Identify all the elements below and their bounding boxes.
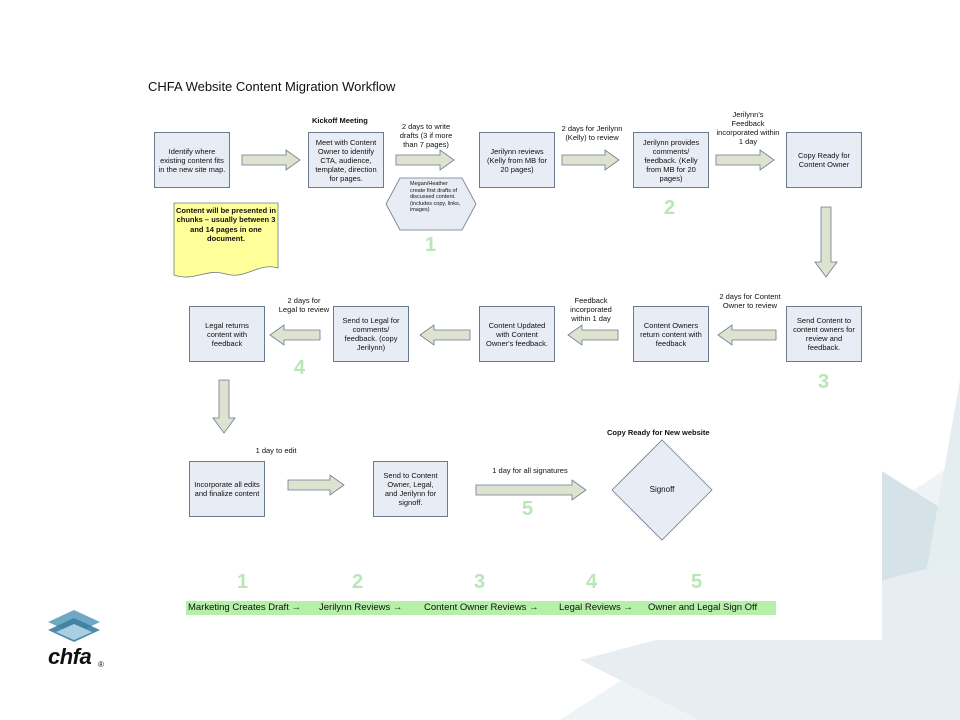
box-legal-returns: Legal returns content with feedback (189, 306, 265, 362)
label-two-days-legal: 2 days for Legal to review (278, 296, 330, 314)
arrow-provides-copyready (715, 149, 775, 171)
box-identify: Identify where existing content fits in … (154, 132, 230, 188)
arrow-incorporate-signoff (287, 474, 345, 496)
legend-item-2: Jerilynn Reviews → (319, 602, 403, 613)
box-send-legal: Send to Legal for comments/ feedback. (c… (333, 306, 409, 362)
label-feedback-1day: Feedback incorporated within 1 day (570, 296, 612, 323)
box-content-updated: Content Updated with Content Owner's fee… (479, 306, 555, 362)
arrow-down-left (212, 379, 236, 434)
arrow-reviews-provides (561, 149, 620, 171)
label-two-days-write: 2 days to write drafts (3 if more than 7… (399, 122, 453, 149)
arrow-sendowners-ownersreturn (717, 324, 777, 346)
box-copy-ready: Copy Ready for Content Owner (786, 132, 862, 188)
step-number-4: 4 (294, 357, 306, 379)
box-jerilynn-reviews: Jerilynn reviews (Kelly from MB for 20 p… (479, 132, 555, 188)
signoff-diamond (611, 439, 713, 541)
chfa-logo-mark-icon (48, 610, 100, 642)
kickoff-label: Kickoff Meeting (312, 116, 368, 125)
box-meet: Meet with Content Owner to identify CTA,… (308, 132, 384, 188)
arrow-identify-meet (241, 149, 301, 171)
legend-number-2: 2 (352, 571, 364, 593)
hexagon-text: Megan/Heather create first drafts of dis… (410, 181, 461, 214)
arrow-updated-sendlegal (419, 324, 471, 346)
legend-item-4: Legal Reviews → (559, 602, 633, 613)
note-shape (173, 202, 279, 278)
legend-number-3: 3 (474, 571, 486, 593)
box-jerilynn-provides: Jerilynn provides comments/ feedback. (K… (633, 132, 709, 188)
legend-item-3: Content Owner Reviews → (424, 602, 539, 613)
note-text: Content will be presented in chunks – us… (176, 206, 277, 244)
box-send-signoff: Send to Content Owner, Legal, and Jerily… (373, 461, 448, 517)
label-feedback-incorporated: Jerilynn's Feedback incorporated within … (716, 110, 780, 146)
step-number-1: 1 (425, 234, 437, 256)
box-send-owners: Send Content to content owners for revie… (786, 306, 862, 362)
step-number-2: 2 (664, 197, 676, 219)
legend-item-1: Marketing Creates Draft → (188, 602, 301, 613)
label-one-day-signatures: 1 day for all signatures (492, 466, 568, 475)
legend-bar: Marketing Creates Draft → Jerilynn Revie… (186, 601, 776, 615)
arrow-down-right (814, 206, 838, 278)
box-incorporate: Incorporate all edits and finalize conte… (189, 461, 265, 517)
registered-mark: ® (98, 660, 104, 669)
chfa-logo-text: chfa (48, 644, 92, 669)
arrow-signoff-diamond (475, 479, 587, 501)
legend-item-5: Owner and Legal Sign Off (648, 602, 758, 613)
legend-number-1: 1 (237, 571, 249, 593)
signoff-text: Signoff (649, 485, 675, 494)
label-one-day-edit: 1 day to edit (255, 446, 297, 455)
diagram-title: CHFA Website Content Migration Workflow (148, 79, 396, 94)
label-two-days-owner: 2 days for Content Owner to review (719, 292, 781, 310)
legend-number-5: 5 (691, 571, 703, 593)
arrow-ownersreturn-updated (567, 324, 619, 346)
arrow-meet-jerilynn (395, 149, 455, 171)
box-owners-return: Content Owners return content with feedb… (633, 306, 709, 362)
copy-ready-label: Copy Ready for New website (607, 428, 710, 437)
arrow-sendlegal-legalreturns (269, 324, 321, 346)
hexagon-drafts (385, 177, 477, 231)
label-two-days-jerilynn: 2 days for Jerilynn (Kelly) to review (561, 124, 623, 142)
step-number-3: 3 (818, 371, 830, 393)
legend-number-4: 4 (586, 571, 598, 593)
step-number-5: 5 (522, 498, 534, 520)
